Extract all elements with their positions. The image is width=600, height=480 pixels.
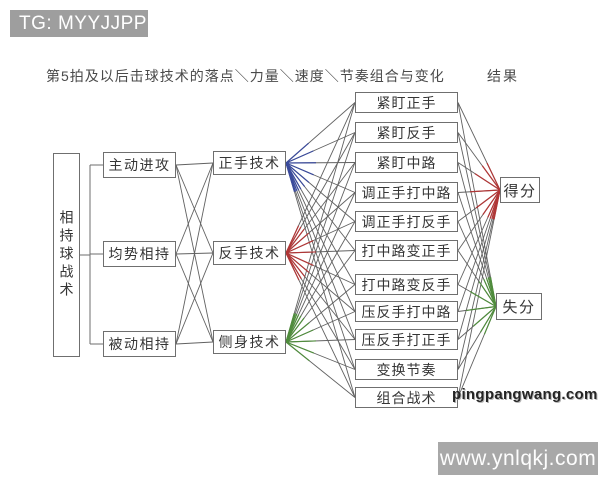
result-column-label: 结果 <box>487 68 519 84</box>
tech-box-0: 正手技术 <box>213 151 286 175</box>
stage-box-2: 被动相持 <box>103 331 176 357</box>
result-box-0: 得分 <box>500 177 540 203</box>
tactic-box-5: 打中路变正手 <box>355 240 458 261</box>
tactic-box-10: 组合战术 <box>355 387 458 408</box>
tech-box-2: 侧身技术 <box>213 330 286 354</box>
promo-badge: TG: MYYJJPP <box>10 10 148 37</box>
diagram-title: 第5拍及以后击球技术的落点＼力量＼速度＼节奏组合与变化 <box>46 68 445 84</box>
stage-box-0: 主动进攻 <box>103 152 176 178</box>
tactic-box-8: 压反手打正手 <box>355 329 458 350</box>
watermark-site: pingpangwang.com <box>452 386 598 403</box>
tactic-box-9: 变换节奏 <box>355 359 458 380</box>
tactic-box-4: 调正手打反手 <box>355 211 458 232</box>
tactic-box-7: 压反手打中路 <box>355 301 458 322</box>
root-box: 相持球战术 <box>53 153 80 357</box>
tactic-box-6: 打中路变反手 <box>355 274 458 295</box>
tactic-box-1: 紧盯反手 <box>355 122 458 143</box>
tactic-box-3: 调正手打中路 <box>355 182 458 203</box>
tech-box-1: 反手技术 <box>213 241 286 265</box>
stage-box-1: 均势相持 <box>103 241 176 267</box>
result-box-1: 失分 <box>496 293 542 320</box>
tactic-box-2: 紧盯中路 <box>355 152 458 173</box>
tactic-box-0: 紧盯正手 <box>355 92 458 113</box>
footer-url-banner: www.ynlqkj.com <box>438 442 598 475</box>
